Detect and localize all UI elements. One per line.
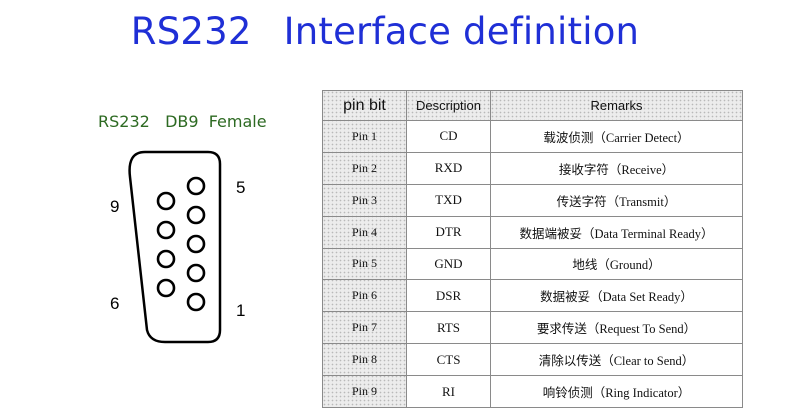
table-row: Pin 6 DSR 数据被妥（Data Set Ready） bbox=[322, 279, 743, 313]
table-row: Pin 5 GND 地线（Ground） bbox=[322, 247, 743, 281]
pin-3-hole bbox=[186, 234, 206, 254]
header-pin-bit: pin bit bbox=[322, 90, 407, 121]
cell-pin: Pin 6 bbox=[322, 279, 407, 313]
table-row: Pin 7 RTS 要求传送（Request To Send） bbox=[322, 311, 743, 345]
table-row: Pin 9 RI 响铃侦测（Ring Indicator） bbox=[322, 375, 743, 408]
pin-label-9: 9 bbox=[110, 197, 119, 216]
pin-5-hole bbox=[186, 176, 206, 196]
table-row: Pin 1 CD 载波侦测（Carrier Detect） bbox=[322, 120, 743, 153]
cell-pin: Pin 7 bbox=[322, 311, 407, 345]
cell-description: RI bbox=[406, 375, 491, 408]
pin-6-hole bbox=[156, 278, 176, 298]
cell-remarks: 数据被妥（Data Set Ready） bbox=[490, 279, 743, 313]
cell-description: TXD bbox=[406, 183, 491, 217]
table-header-row: pin bit Description Remarks bbox=[322, 90, 743, 121]
title-interface-definition: Interface definition bbox=[283, 10, 640, 53]
cell-pin: Pin 5 bbox=[322, 247, 407, 281]
pin-4-hole bbox=[186, 205, 206, 225]
header-description: Description bbox=[406, 90, 491, 121]
page-title: RS232 Interface definition bbox=[0, 10, 780, 53]
table-row: Pin 2 RXD 接收字符（Receive） bbox=[322, 151, 743, 185]
pin-label-1: 1 bbox=[236, 301, 245, 320]
cell-pin: Pin 1 bbox=[322, 120, 407, 153]
title-rs232: RS232 bbox=[130, 10, 252, 53]
cell-description: CD bbox=[406, 120, 491, 153]
cell-remarks: 清除以传送（Clear to Send） bbox=[490, 343, 743, 376]
pin-label-5: 5 bbox=[236, 178, 245, 197]
db9-connector-diagram: 9 5 6 1 bbox=[110, 150, 245, 344]
cell-remarks: 要求传送（Request To Send） bbox=[490, 311, 743, 345]
connector-label: RS232 DB9 Female bbox=[98, 112, 267, 131]
cell-description: DSR bbox=[406, 279, 491, 313]
pin-9-hole bbox=[156, 191, 176, 211]
cell-description: GND bbox=[406, 247, 491, 281]
cell-description: RXD bbox=[406, 151, 491, 185]
cell-pin: Pin 2 bbox=[322, 151, 407, 185]
table-row: Pin 3 TXD 传送字符（Transmit） bbox=[322, 183, 743, 217]
pin-definition-table: pin bit Description Remarks Pin 1 CD 载波侦… bbox=[322, 90, 743, 408]
cell-description: CTS bbox=[406, 343, 491, 376]
cell-remarks: 地线（Ground） bbox=[490, 247, 743, 281]
cell-description: RTS bbox=[406, 311, 491, 345]
cell-pin: Pin 8 bbox=[322, 343, 407, 376]
cell-remarks: 载波侦测（Carrier Detect） bbox=[490, 120, 743, 153]
cell-pin: Pin 4 bbox=[322, 215, 407, 249]
header-remarks: Remarks bbox=[490, 90, 743, 121]
cell-remarks: 响铃侦测（Ring Indicator） bbox=[490, 375, 743, 408]
pin-1-hole bbox=[186, 292, 206, 312]
cell-pin: Pin 9 bbox=[322, 375, 407, 408]
pin-label-6: 6 bbox=[110, 294, 119, 313]
table-row: Pin 4 DTR 数据端被妥（Data Terminal Ready） bbox=[322, 215, 743, 249]
cell-remarks: 传送字符（Transmit） bbox=[490, 183, 743, 217]
pin-2-hole bbox=[186, 263, 206, 283]
cell-pin: Pin 3 bbox=[322, 183, 407, 217]
db9-shell-outline bbox=[128, 150, 222, 344]
pin-8-hole bbox=[156, 220, 176, 240]
cell-description: DTR bbox=[406, 215, 491, 249]
cell-remarks: 接收字符（Receive） bbox=[490, 151, 743, 185]
cell-remarks: 数据端被妥（Data Terminal Ready） bbox=[490, 215, 743, 249]
pin-7-hole bbox=[156, 249, 176, 269]
table-row: Pin 8 CTS 清除以传送（Clear to Send） bbox=[322, 343, 743, 376]
